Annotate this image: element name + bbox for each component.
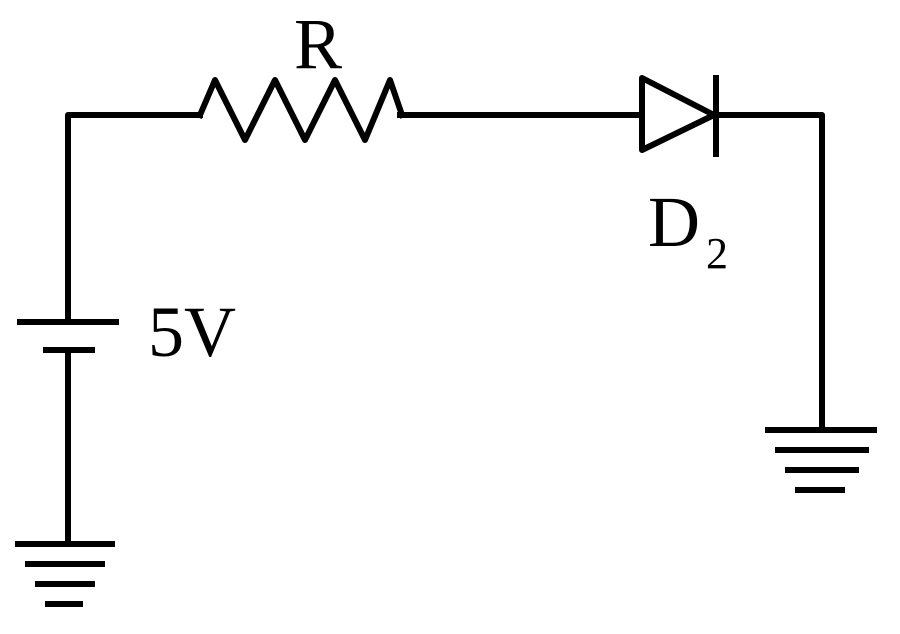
wire-diode-to-ground — [713, 112, 825, 433]
ground-right-icon — [765, 427, 877, 493]
diode-label: D — [648, 182, 700, 262]
diode-label-subscript: 2 — [706, 229, 728, 278]
diode-icon — [639, 75, 719, 157]
ground-left-icon — [15, 541, 115, 607]
resistor-icon — [196, 77, 406, 143]
wire-left-upper — [65, 112, 203, 325]
wires — [65, 112, 825, 547]
battery-label: 5V — [148, 292, 236, 372]
diode-label-main: D — [648, 182, 700, 262]
battery-icon — [17, 319, 119, 353]
resistor-label: R — [294, 4, 342, 84]
